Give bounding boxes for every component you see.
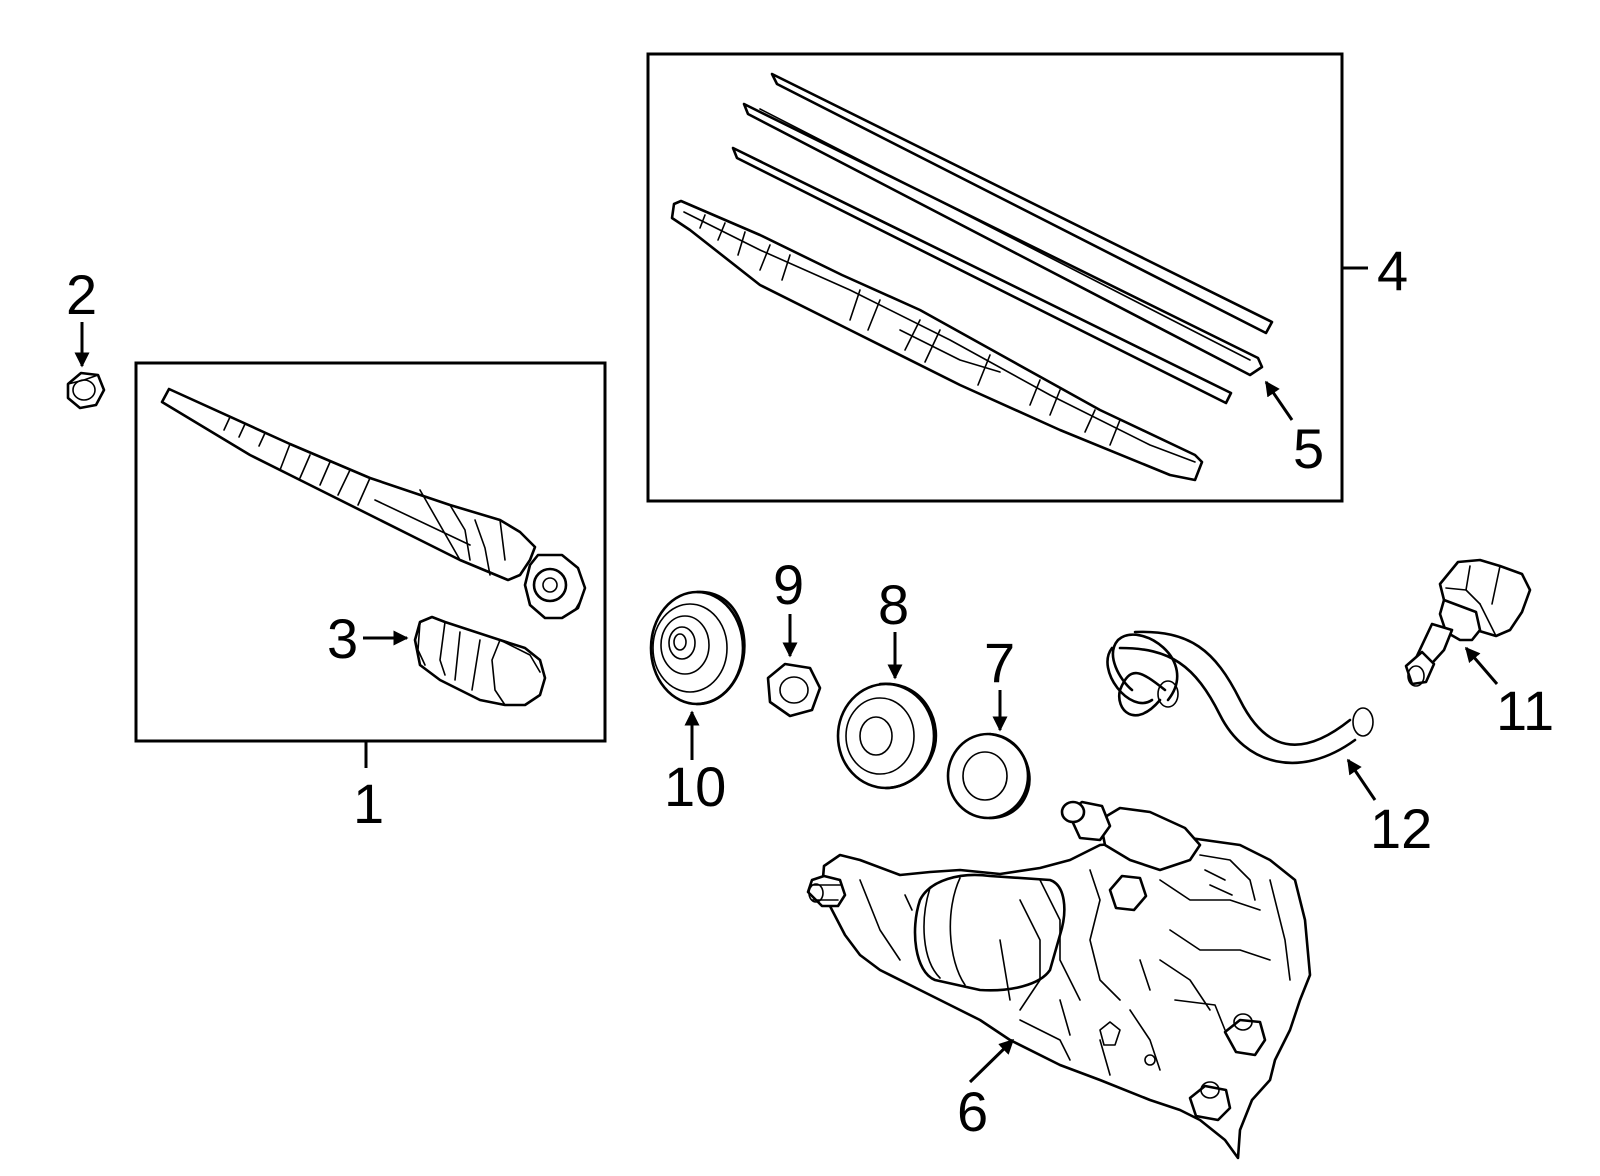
callout-5: 5 [1293,417,1324,480]
callout-10: 10 [664,755,726,818]
wiper-arm-group-box [134,361,607,743]
leader-6 [968,1038,1015,1084]
wiper-motor [806,800,1312,1160]
wiper-blade-refills [731,72,1274,405]
callout-3: 3 [327,607,358,670]
callout-6: 6 [957,1080,988,1143]
leader-12 [1346,758,1377,801]
wiper-arm [160,387,587,620]
washer-7 [946,732,1031,820]
washer-hose [1106,630,1374,765]
callout-2: 2 [66,263,97,326]
leader-11 [1464,646,1499,685]
leader-5 [1264,380,1294,421]
callout-7: 7 [984,631,1015,694]
callout-8: 8 [878,573,909,636]
wiper-arm-cap [413,615,547,707]
callout-11: 11 [1496,679,1554,742]
callout-4: 4 [1377,239,1408,302]
washer-nozzle [1404,558,1532,687]
wiper-blade-group-box [646,52,1344,503]
callout-1: 1 [353,772,384,835]
nut-2 [66,371,106,410]
grommet-10 [649,590,746,706]
callout-9: 9 [773,553,804,616]
seal-8 [836,682,938,790]
nut-9 [766,662,822,718]
wiper-blade [670,199,1204,482]
callout-12: 12 [1370,797,1432,860]
